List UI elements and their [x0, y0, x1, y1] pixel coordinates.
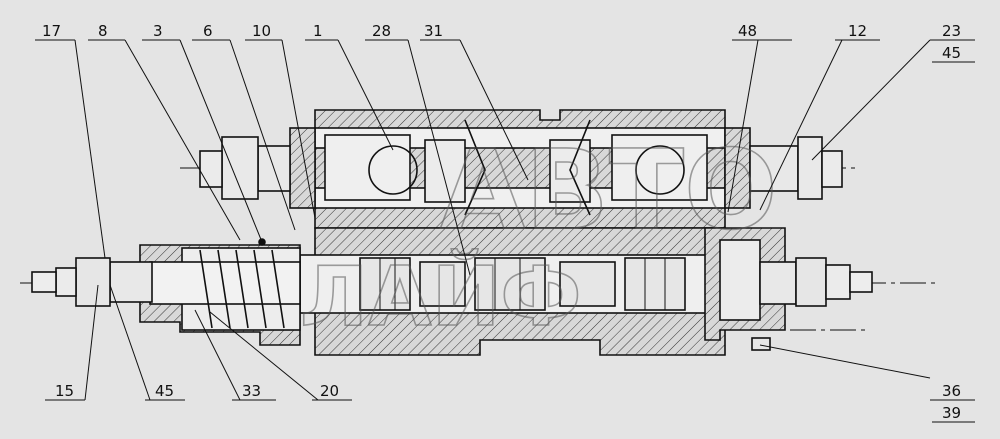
- label-45-bottom: 45: [155, 382, 174, 400]
- lower-valve-body: [299, 227, 726, 356]
- watermark: АВТО ЛАЙФ: [299, 125, 778, 346]
- label-20: 20: [320, 382, 339, 400]
- label-1: 1: [313, 22, 323, 40]
- label-45-top: 45: [942, 44, 961, 62]
- label-48: 48: [738, 22, 757, 40]
- watermark-line2: ЛАЙФ: [300, 249, 582, 345]
- part-labels: 17 8 3 6 10 1 28 31 48 12 23 45 15 45 33…: [42, 22, 961, 422]
- leader-lines: [35, 39, 975, 423]
- label-33: 33: [242, 382, 261, 400]
- upper-left-cap: [199, 127, 316, 209]
- label-10: 10: [252, 22, 271, 40]
- right-end-housing: [704, 227, 873, 351]
- watermark-line1: АВТО: [440, 126, 778, 254]
- label-15: 15: [55, 382, 74, 400]
- label-36: 36: [942, 382, 961, 400]
- label-31: 31: [424, 22, 443, 40]
- upper-right-cap: [724, 127, 843, 209]
- label-28: 28: [372, 22, 391, 40]
- left-fitting: [31, 257, 153, 307]
- label-12: 12: [848, 22, 867, 40]
- left-spring-housing: [139, 238, 301, 346]
- label-39: 39: [942, 404, 961, 422]
- label-8: 8: [98, 22, 108, 40]
- label-6: 6: [203, 22, 213, 40]
- label-3: 3: [153, 22, 163, 40]
- label-23: 23: [942, 22, 961, 40]
- label-17: 17: [42, 22, 61, 40]
